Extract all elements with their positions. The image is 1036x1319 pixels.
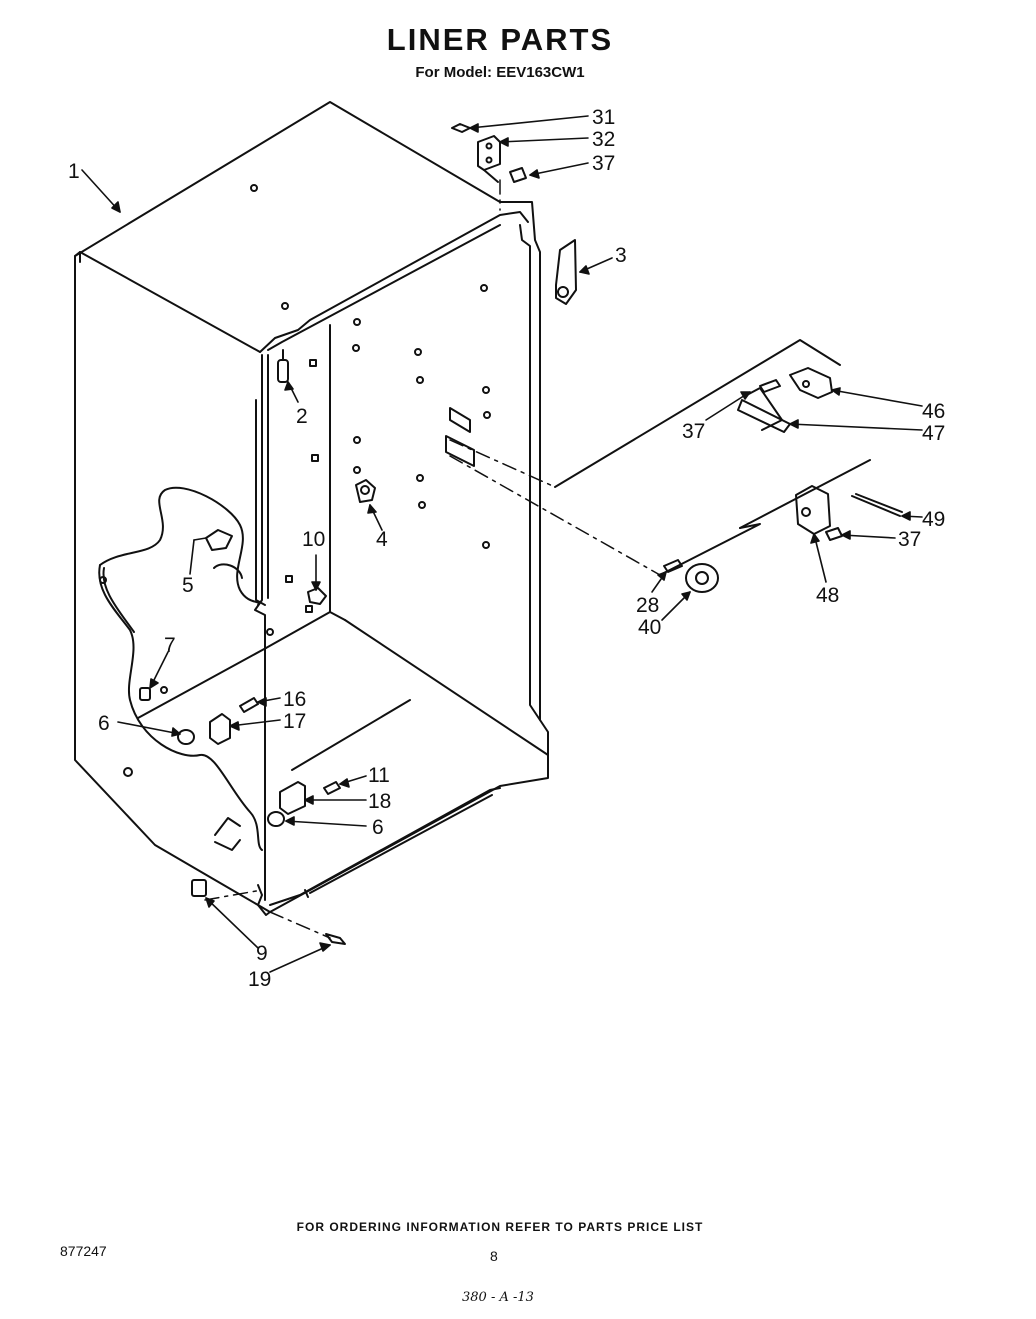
callout-4: 4 [376, 528, 388, 551]
document-number: 877247 [60, 1243, 107, 1259]
callout-28: 28 [636, 594, 659, 617]
callout-5: 5 [182, 574, 194, 597]
callout-2: 2 [296, 405, 308, 428]
callout-31: 31 [592, 106, 615, 129]
callout-10: 10 [302, 528, 325, 551]
callout-numbers: 1 2 3 4 5 6 6 7 9 10 11 16 17 18 19 28 3… [68, 106, 945, 991]
callout-17: 17 [283, 710, 306, 733]
page-title: LINER PARTS [386, 22, 614, 57]
model-subtitle: For Model: EEV163CW1 [415, 64, 585, 81]
callout-46: 46 [922, 400, 945, 423]
part-10-clip [307, 587, 327, 605]
dashed-leaders [204, 179, 661, 939]
callout-37-mid: 37 [682, 420, 705, 443]
callout-18: 18 [368, 790, 391, 813]
liner-cabinet [74, 101, 549, 916]
page-number: 8 [490, 1248, 498, 1264]
callout-40: 40 [638, 616, 661, 639]
callout-32: 32 [592, 128, 615, 151]
callout-37-top: 37 [592, 152, 615, 175]
part-17-clip [209, 713, 231, 745]
callout-7: 7 [164, 634, 176, 657]
part-16-screw [239, 697, 259, 713]
callout-48: 48 [816, 584, 839, 607]
part-18-plate [279, 781, 306, 815]
callout-47: 47 [922, 422, 945, 445]
callout-1: 1 [68, 160, 80, 183]
part-11-screw [323, 781, 341, 795]
part-7-clip [139, 687, 151, 701]
part-3-bracket [555, 239, 577, 305]
detail-inset-lower [659, 459, 903, 593]
detail-inset-upper [554, 339, 841, 488]
callout-11: 11 [368, 764, 390, 787]
callout-6-right: 6 [372, 816, 384, 839]
top-hinge-group [451, 123, 527, 183]
callout-3: 3 [615, 244, 627, 267]
part-5-clamp [205, 529, 243, 579]
part-6-grommet [177, 729, 285, 827]
callout-49: 49 [922, 508, 945, 531]
callout-leaders [81, 115, 923, 973]
callout-6-left: 6 [98, 712, 110, 735]
callout-19: 19 [248, 968, 271, 991]
part-9-clip [191, 879, 207, 897]
liner-openings [445, 407, 475, 467]
callout-16: 16 [283, 688, 306, 711]
callout-37-lower: 37 [898, 528, 921, 551]
ordering-note: FOR ORDERING INFORMATION REFER TO PARTS … [296, 1220, 704, 1234]
callout-9: 9 [256, 942, 268, 965]
part-19-screw [325, 933, 346, 945]
handwritten-code: 380 - A -13 [462, 1290, 534, 1305]
part-2-bracket [277, 349, 289, 383]
part-4-clip [355, 479, 376, 503]
